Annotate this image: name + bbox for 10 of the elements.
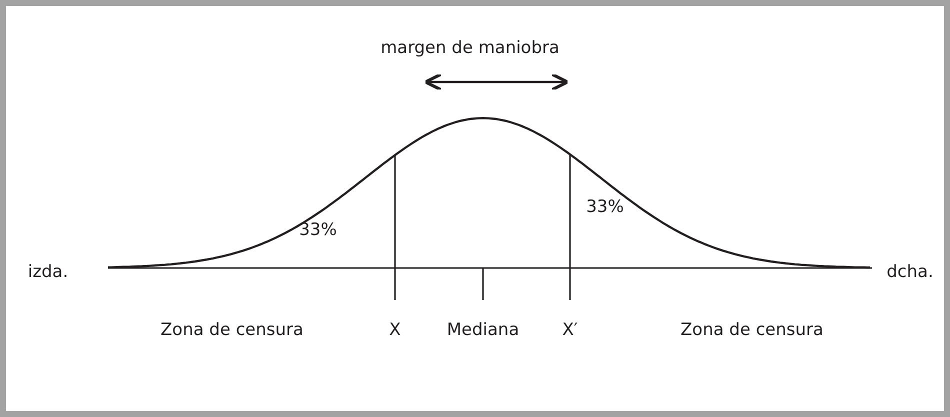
zone-label: Zona de censura <box>160 320 304 340</box>
axis-label: dcha. <box>886 262 934 282</box>
axis-label: izda. <box>28 262 68 282</box>
marker-label: X′ <box>562 320 578 340</box>
zone-label: Zona de censura <box>680 320 824 340</box>
percentage-label: 33% <box>586 197 624 217</box>
marker-label: Mediana <box>446 320 520 340</box>
percentage-label: 33% <box>299 220 337 240</box>
marker-label: X <box>389 320 401 340</box>
range-label: margen de maniobra <box>380 38 560 58</box>
